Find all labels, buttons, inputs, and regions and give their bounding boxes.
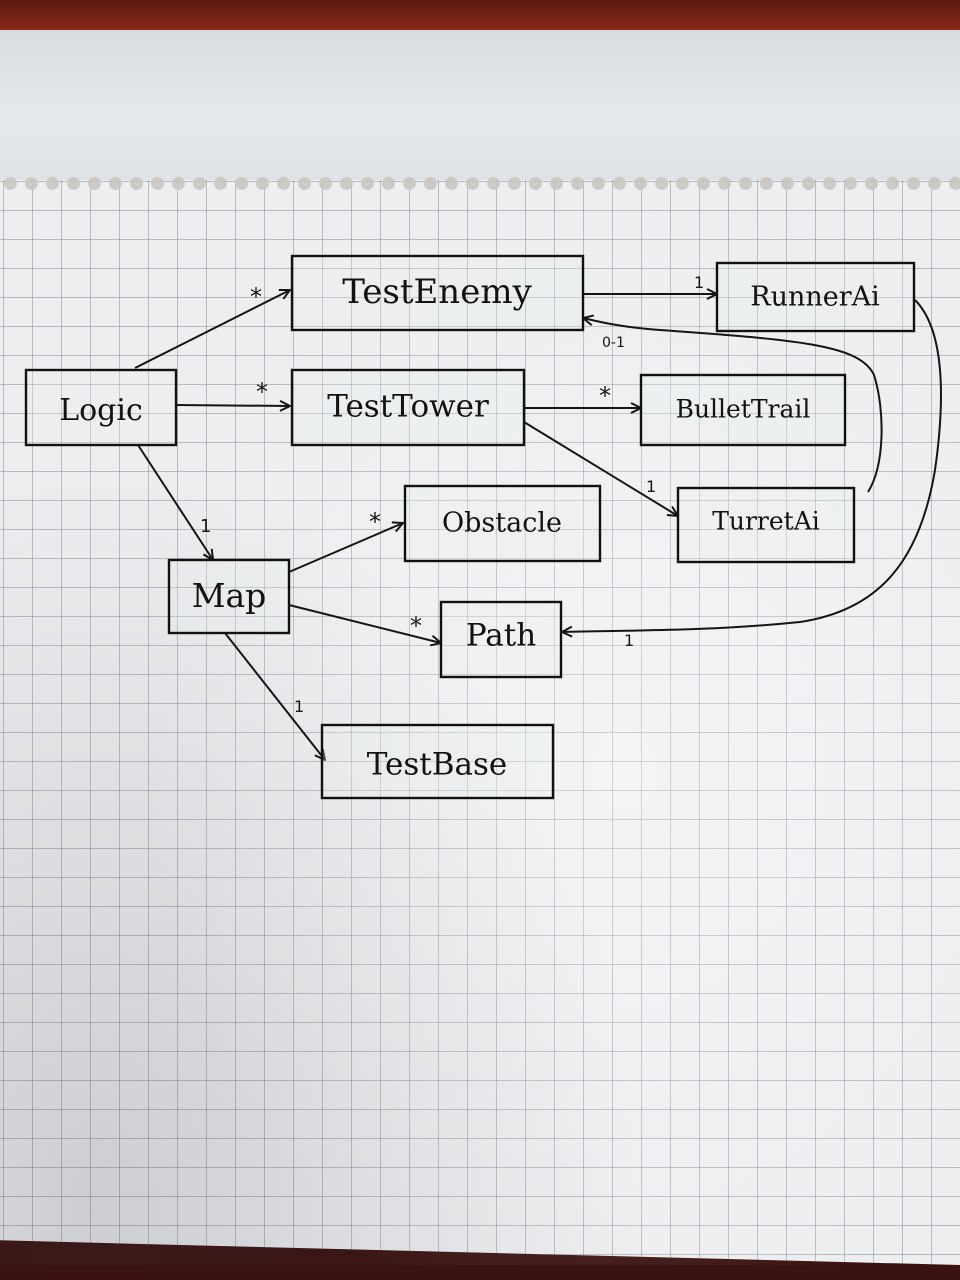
edge-testtower-bullettrail: * <box>524 382 641 410</box>
edges: * * 1 1 * 1 0- <box>134 273 942 760</box>
edge-logic-testtower: * <box>175 378 290 406</box>
nodes: Logic TestEnemy RunnerAi TestTower Bulle… <box>24 254 916 800</box>
edge-multiplicity-label: * <box>256 378 268 406</box>
edge-logic-map: 1 <box>137 444 213 560</box>
node-label: RunnerAi <box>750 282 880 313</box>
node-label: TestTower <box>327 389 489 425</box>
node-label: BulletTrail <box>676 395 811 424</box>
edge-multiplicity-label: 0-1 <box>602 335 625 351</box>
node-label: Obstacle <box>442 508 562 539</box>
edge-testenemy-runnerai: 1 <box>583 273 717 294</box>
node-label: TurretAi <box>712 507 820 536</box>
node-logic: Logic <box>24 368 178 447</box>
node-label: Logic <box>59 393 143 428</box>
edge-logic-testenemy: * <box>134 283 290 369</box>
node-turretai: TurretAi <box>676 486 856 564</box>
page-perforation <box>0 168 960 196</box>
node-testbase: TestBase <box>320 723 555 800</box>
graph-paper-page <box>0 30 960 1265</box>
node-path: Path <box>439 600 563 679</box>
edge-runnerai-path: 1 <box>562 299 942 650</box>
edge-turretai-testenemy: 0-1 <box>583 318 883 493</box>
edge-multiplicity-label: 1 <box>694 273 704 292</box>
node-obstacle: Obstacle <box>403 484 602 563</box>
edge-multiplicity-label: 1 <box>624 631 634 650</box>
node-runnerai: RunnerAi <box>715 261 916 333</box>
node-bullettrail: BulletTrail <box>639 373 847 447</box>
edge-multiplicity-label: 1 <box>200 516 211 537</box>
edge-map-testbase: 1 <box>224 632 325 760</box>
edge-multiplicity-label: 1 <box>646 477 656 496</box>
edge-map-obstacle: * <box>288 508 403 573</box>
edge-testtower-turretai: 1 <box>523 421 678 516</box>
node-label: Path <box>466 618 536 654</box>
node-label: TestBase <box>367 747 508 783</box>
node-label: Map <box>192 576 267 615</box>
page-top-margin <box>0 30 960 180</box>
edge-multiplicity-label: 1 <box>294 697 304 716</box>
edge-map-path: * <box>288 604 441 643</box>
node-label: TestEnemy <box>342 272 532 312</box>
edge-multiplicity-label: * <box>369 508 381 536</box>
edge-multiplicity-label: * <box>250 283 262 311</box>
node-testenemy: TestEnemy <box>290 254 585 332</box>
edge-multiplicity-label: * <box>599 382 611 410</box>
node-map: Map <box>167 558 291 635</box>
edge-multiplicity-label: * <box>410 612 422 640</box>
node-testtower: TestTower <box>290 368 526 447</box>
